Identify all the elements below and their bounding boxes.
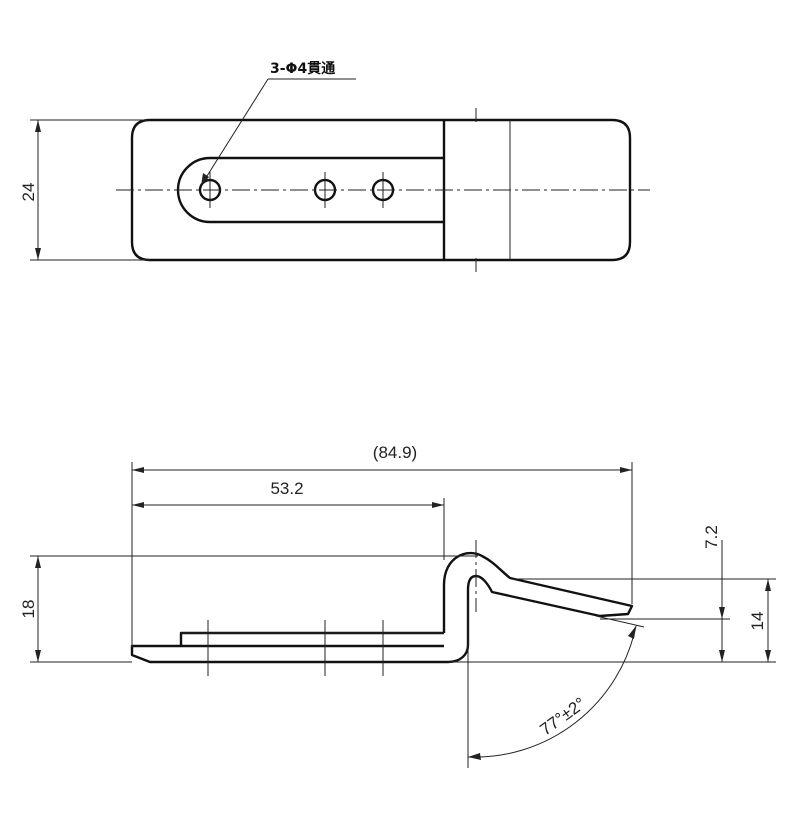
hole-note: 3-Φ4貫通	[270, 61, 335, 77]
dim-14-label: 14	[748, 612, 767, 631]
angle-arc	[467, 625, 637, 758]
dim-53-2-arrow-right	[432, 502, 444, 508]
dim-7-2-arrow-top	[719, 607, 725, 619]
top-view-outline	[130, 118, 632, 262]
dim-18-label: 18	[19, 600, 38, 619]
hole-note-arrow	[201, 173, 209, 186]
dim-53-2-arrow-left	[132, 502, 144, 508]
dim-84-9-label: (84.9)	[373, 443, 417, 462]
side-view: (84.9) 53.2 18 7.2 14 77°±2°	[19, 443, 776, 768]
dim-24-arrow-bottom	[35, 248, 41, 260]
top-view: 24 3-Φ4貫通	[19, 61, 650, 272]
angle-arrow-bottom	[468, 753, 481, 760]
dim-18-arrow-top	[35, 556, 41, 568]
dim-7-2-label: 7.2	[702, 525, 721, 549]
dim-24-arrow-top	[35, 120, 41, 132]
dim-84-9-arrow-right	[620, 467, 632, 473]
dim-84-9-arrow-left	[132, 467, 144, 473]
dim-53-2-label: 53.2	[270, 479, 303, 498]
dim-7-2-arrow-bottom	[719, 650, 725, 662]
dim-14-arrow-bottom	[765, 650, 771, 662]
hole-note-leader	[201, 78, 269, 185]
angle-label: 77°±2°	[536, 694, 589, 740]
side-view-profile	[130, 551, 634, 664]
dim-18-arrow-bottom	[35, 650, 41, 662]
dim-24-label: 24	[19, 183, 38, 202]
angle-ext-slanted	[595, 615, 645, 628]
angle-arrow-top	[628, 626, 636, 639]
dim-14-arrow-top	[765, 579, 771, 591]
